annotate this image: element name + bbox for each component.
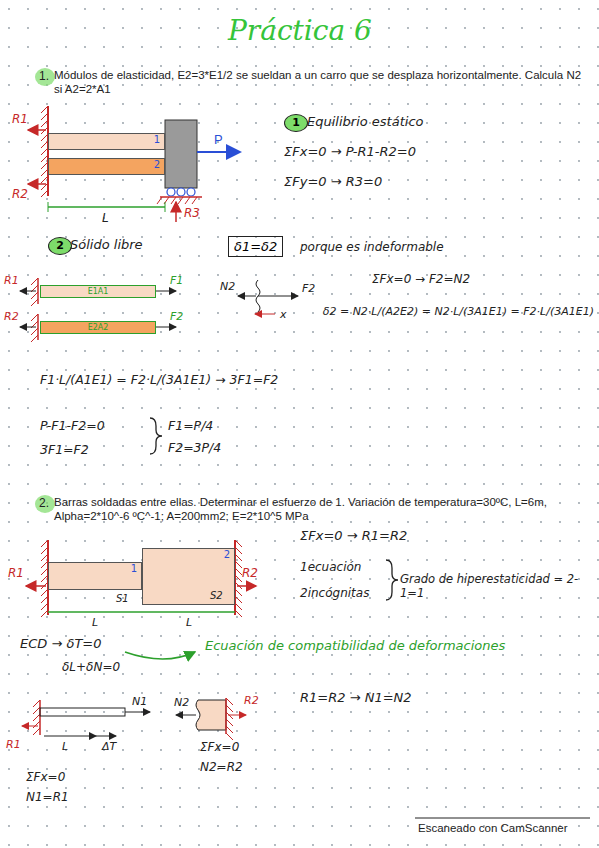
note: porque es indeformable (300, 240, 444, 254)
note: Ecuación de compatibilidad de deformacio… (205, 638, 505, 654)
bar: 2 (48, 158, 165, 175)
note: Grado de hiperestaticidad = 2-1=1 (400, 573, 590, 601)
dimension-text: L (92, 616, 98, 629)
load-arrow (197, 151, 240, 153)
wheels (167, 188, 195, 196)
equation: F2=3P/4 (168, 440, 221, 455)
footer-text: Escaneado con CamScanner (418, 822, 568, 836)
green-arrow (125, 652, 195, 659)
equation: ΣFx=0 (26, 770, 65, 784)
equation: 3F1=F2 (40, 442, 89, 457)
force-name: N2 (220, 280, 235, 293)
free-body-bar: E2A2 (40, 321, 156, 334)
equation: P-F1-F2=0 (40, 418, 105, 433)
bar: 1 (48, 133, 165, 150)
equation: N2=R2 (200, 760, 243, 774)
node-text: 2 (49, 238, 71, 253)
node-text: E2A2 (41, 322, 155, 333)
node-text: 2 (143, 549, 230, 560)
node-text: δ1=δ2 (234, 239, 277, 254)
force-name: R1 (4, 274, 19, 287)
ground (160, 196, 202, 198)
equation: F1·L/(A1E1) = F2·L/(3A1E1) → 3F1=F2 (40, 372, 278, 387)
reaction-arrow (28, 183, 46, 185)
note: 1ecuación (300, 560, 361, 574)
force-name: P (214, 132, 223, 148)
number-highlight (35, 68, 55, 86)
bar: 1 (48, 562, 142, 590)
number-highlight (35, 495, 55, 513)
force-name: N1 (132, 695, 147, 708)
node-text: 1 (49, 134, 160, 145)
equation: δ2 = N2·L/(A2E2) = N2·L/(3A1E1) = F2·L/(… (323, 305, 594, 318)
force-name: R3 (184, 206, 200, 220)
equation: F1=P/4 (168, 418, 213, 433)
dimension-text: ΔT (102, 740, 116, 753)
equation: ΣFx=0 → P-R1-R2=0 (284, 144, 416, 160)
footer-rule (415, 818, 590, 819)
dimension-text: L (186, 616, 192, 629)
axis-name: x (280, 308, 287, 321)
boxed-equation: δ1=δ2 (228, 236, 283, 257)
force-name: F1 (170, 274, 183, 287)
step-heading: Equilibrio estático (307, 114, 423, 130)
page-title: Práctica 6 (228, 14, 372, 47)
equation: N1=R1 (26, 790, 69, 804)
brace (386, 560, 398, 600)
force-name: R2 (242, 566, 258, 580)
force-name: R1 (12, 112, 28, 126)
step-heading: Sólido libre (70, 237, 143, 253)
equation: ΣFy=0 → R3=0 (284, 174, 382, 190)
node-text: 2 (49, 159, 160, 170)
node-text: E1A1 (41, 286, 155, 297)
equation: ΣFx=0 → R1=R2 (300, 528, 407, 544)
force-name: R2 (12, 187, 28, 201)
brace (150, 418, 162, 454)
section-name: S1 (116, 593, 129, 605)
reaction-arrow (175, 202, 177, 222)
dimension-line (48, 206, 165, 208)
force-name: R2 (4, 310, 19, 323)
force-name: F2 (170, 310, 183, 323)
section-name: S2 (210, 590, 223, 602)
wall (47, 106, 49, 196)
equation: ΣFx=0 (200, 740, 239, 754)
force-name: R1 (6, 738, 21, 751)
force-name: N2 (174, 696, 189, 709)
problem-number: 2. (39, 496, 49, 510)
equation: R1=R2 → N1=N2 (300, 690, 412, 706)
step-circle: 1 (284, 114, 308, 132)
equation: δL+δN=0 (62, 660, 120, 674)
step-circle: 2 (48, 237, 72, 255)
force-name: R2 (244, 694, 259, 707)
dimension-text: L (62, 740, 68, 753)
problem-number: 1. (39, 69, 49, 83)
cart (165, 120, 197, 188)
force-name: F2 (302, 282, 315, 295)
note: 2incógnitas (300, 586, 369, 600)
equation: ΣFx=0 → F2=N2 (372, 272, 470, 286)
node-text: 1 (49, 563, 137, 574)
dimension-text: L (102, 211, 109, 225)
problem-statement: Barras soldadas entre ellas. Determinar … (54, 496, 589, 524)
problem-statement: Módulos de elasticidad, E2=3*E1/2 se sue… (54, 69, 589, 97)
force-name: R1 (8, 566, 24, 580)
equation: ECD → δT=0 (20, 636, 102, 652)
free-body-bar: E1A1 (40, 285, 156, 298)
reaction-arrow (28, 129, 46, 131)
node-text: 1 (285, 115, 307, 130)
